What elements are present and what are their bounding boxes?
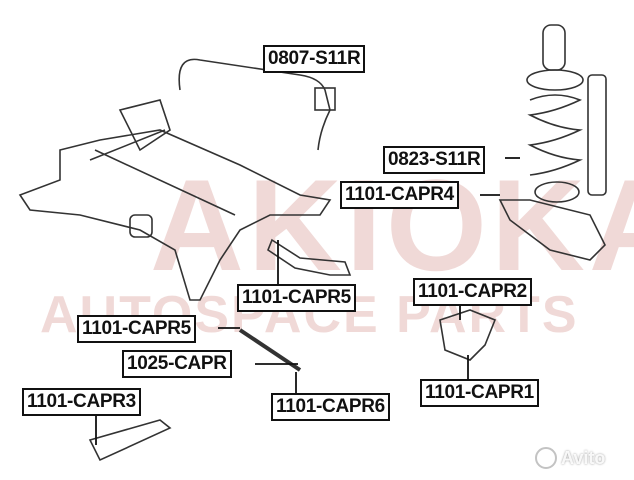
part-label-1101-capr5-upper: 1101-CAPR5: [237, 284, 356, 312]
part-label-1101-capr4: 1101-CAPR4: [340, 181, 459, 209]
stabilizer-bar: [178, 58, 331, 151]
subframe: [18, 129, 332, 301]
coil-spring: [527, 94, 584, 176]
lateral-arm: [88, 419, 172, 462]
avito-logo-text: Avito: [561, 447, 606, 468]
part-label-1101-capr1: 1101-CAPR1: [420, 379, 539, 407]
stabilizer-bushing: [314, 87, 336, 111]
spring-seat: [526, 69, 584, 91]
part-label-1101-capr3: 1101-CAPR3: [22, 388, 141, 416]
part-label-1025-capr: 1025-CAPR: [122, 350, 232, 378]
part-label-1101-capr5-lower: 1101-CAPR5: [77, 315, 196, 343]
watermark-brand: AKIOKA: [150, 152, 634, 298]
spring-lower-seat: [534, 181, 580, 203]
part-label-0823-s11r: 0823-S11R: [383, 146, 486, 174]
subframe-bushing: [129, 214, 153, 238]
avito-logo: Avito: [535, 447, 605, 469]
trailing-arm: [118, 99, 171, 152]
part-label-1101-capr6: 1101-CAPR6: [271, 393, 390, 421]
avito-dots-icon: [535, 447, 557, 469]
subframe-crossbar: [89, 129, 236, 216]
upper-link-arm: [267, 238, 352, 276]
knuckle: [439, 309, 497, 361]
shock-absorber: [587, 74, 607, 196]
part-label-0807-s11r: 0807-S11R: [263, 45, 366, 73]
spring-top-cap: [542, 24, 566, 71]
part-label-1101-capr2: 1101-CAPR2: [413, 278, 532, 306]
lower-control-arm: [498, 199, 606, 261]
